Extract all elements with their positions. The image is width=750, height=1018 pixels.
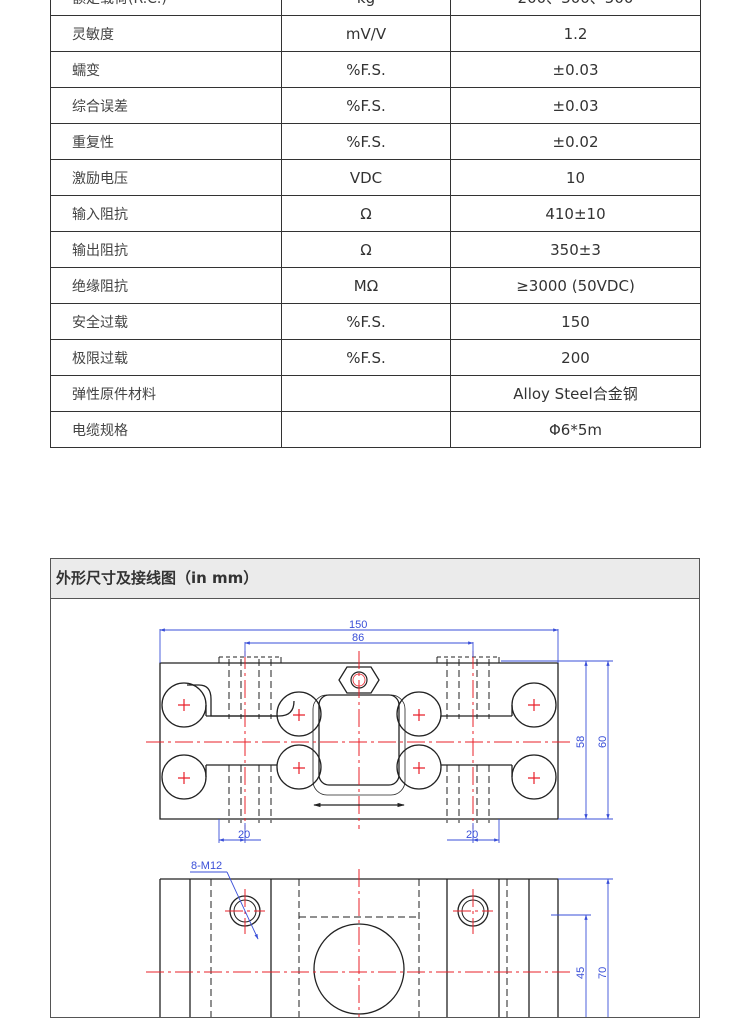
spec-name: 极限过载: [50, 339, 282, 376]
spec-name: 弹性原件材料: [50, 375, 282, 412]
spec-value: ≥3000 (50VDC): [450, 267, 701, 304]
spec-name: 重复性: [50, 123, 282, 160]
spec-value: 200、300、500: [450, 0, 701, 16]
left-upper-slot: [187, 684, 295, 717]
spec-unit: %F.S.: [281, 303, 451, 340]
dim-side-outer: 70: [597, 967, 609, 979]
spec-row: 安全过载%F.S.150: [50, 303, 701, 340]
left-inner-upper-lobe: [276, 691, 322, 737]
spec-unit: %F.S.: [281, 51, 451, 88]
spec-name: 综合误差: [50, 87, 282, 124]
spec-unit: %F.S.: [281, 123, 451, 160]
spec-name: 激励电压: [50, 159, 282, 196]
spec-name: 灵敏度: [50, 15, 282, 52]
spec-row: 极限过载%F.S.200: [50, 339, 701, 376]
spec-value: Alloy Steel合金钢: [450, 375, 701, 412]
dim-edge-left: 20: [238, 829, 250, 841]
dim-overall-length: 150: [349, 619, 367, 631]
spec-value: 350±3: [450, 231, 701, 268]
thread-callout: 8-M12: [191, 860, 222, 872]
spec-value: Φ6*5m: [450, 411, 701, 448]
spec-value: 10: [450, 159, 701, 196]
spec-row: 综合误差%F.S.±0.03: [50, 87, 701, 124]
side-view: 8-M12 45 70: [146, 860, 613, 1017]
right-inner-upper-lobe: [396, 691, 442, 737]
spec-unit: %F.S.: [281, 339, 451, 376]
spec-row: 额定载荷(R.C.)kg200、300、500: [50, 0, 701, 16]
spec-row: 弹性原件材料 Alloy Steel合金钢: [50, 375, 701, 412]
spec-value: 410±10: [450, 195, 701, 232]
dim-side-inner: 45: [575, 967, 587, 979]
spec-value: 150: [450, 303, 701, 340]
spec-unit: VDC: [281, 159, 451, 196]
dim-height-outer: 60: [597, 736, 609, 748]
spec-unit: mV/V: [281, 15, 451, 52]
dim-height-inner: 58: [575, 736, 587, 748]
right-inner-lower-lobe: [396, 744, 442, 790]
spec-unit: Ω: [281, 231, 451, 268]
spec-table: 额定载荷(R.C.)kg200、300、500灵敏度mV/V1.2蠕变%F.S.…: [50, 0, 701, 448]
spec-name: 电缆规格: [50, 411, 282, 448]
spec-name: 蠕变: [50, 51, 282, 88]
spec-name: 输入阻抗: [50, 195, 282, 232]
dimension-section: 外形尺寸及接线图（in mm）: [50, 558, 700, 1018]
spec-unit: [281, 411, 451, 448]
spec-name: 额定载荷(R.C.): [50, 0, 282, 16]
spec-value: 200: [450, 339, 701, 376]
spec-unit: kg: [281, 0, 451, 16]
spec-unit: %F.S.: [281, 87, 451, 124]
spec-value: ±0.03: [450, 87, 701, 124]
spec-unit: [281, 375, 451, 412]
spec-row: 重复性%F.S.±0.02: [50, 123, 701, 160]
section-title: 外形尺寸及接线图（in mm）: [51, 559, 699, 599]
spec-row: 蠕变%F.S.±0.03: [50, 51, 701, 88]
spec-row: 电缆规格 Φ6*5m: [50, 411, 701, 448]
spec-value: ±0.03: [450, 51, 701, 88]
hex-nut-icon: [338, 666, 380, 694]
spec-name: 输出阻抗: [50, 231, 282, 268]
spec-value: ±0.02: [450, 123, 701, 160]
spec-unit: Ω: [281, 195, 451, 232]
dim-hole-span: 86: [352, 632, 364, 644]
spec-unit: MΩ: [281, 267, 451, 304]
spec-name: 绝缘阻抗: [50, 267, 282, 304]
spec-name: 安全过载: [50, 303, 282, 340]
left-inner-lower-lobe: [276, 744, 322, 790]
top-view: 150 86 58 60 20 20: [146, 619, 613, 843]
dimension-drawing: 150 86 58 60 20 20: [146, 619, 613, 1017]
dim-edge-right: 20: [466, 829, 478, 841]
spec-value: 1.2: [450, 15, 701, 52]
